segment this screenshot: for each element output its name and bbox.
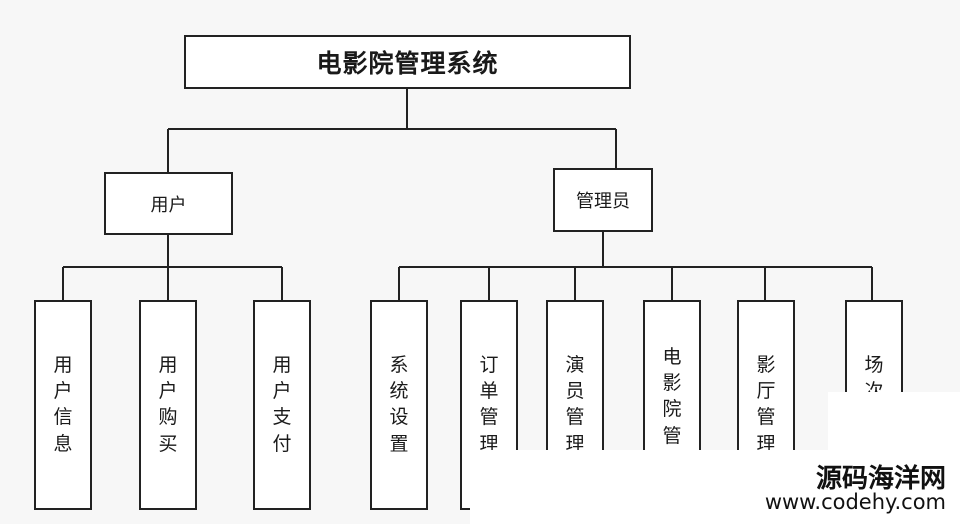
hall-management-label: 影厅管理 xyxy=(756,354,776,455)
user-node: 用户 xyxy=(104,172,233,235)
user-payment-label: 用户支付 xyxy=(272,354,292,455)
watermark-backdrop-right xyxy=(828,392,960,524)
actor-management-label: 演员管理 xyxy=(565,354,585,455)
order-management-label: 订单管理 xyxy=(479,354,499,455)
user-info-label: 用户信息 xyxy=(53,354,73,455)
root-node: 电影院管理系统 xyxy=(184,35,631,89)
system-settings-node: 系统设置 xyxy=(370,300,428,510)
user-info-node: 用户信息 xyxy=(34,300,92,510)
watermark-title: 源码海洋网 xyxy=(815,464,946,494)
user-payment-node: 用户支付 xyxy=(253,300,311,510)
admin-node-label: 管理员 xyxy=(576,191,630,212)
user-purchase-node: 用户购买 xyxy=(139,300,197,510)
admin-node: 管理员 xyxy=(553,168,653,232)
watermark-url: www.codehy.com xyxy=(764,490,946,514)
user-purchase-label: 用户购买 xyxy=(158,354,178,455)
user-node-label: 用户 xyxy=(150,194,187,216)
root-node-label: 电影院管理系统 xyxy=(316,49,499,78)
system-settings-label: 系统设置 xyxy=(389,354,409,455)
